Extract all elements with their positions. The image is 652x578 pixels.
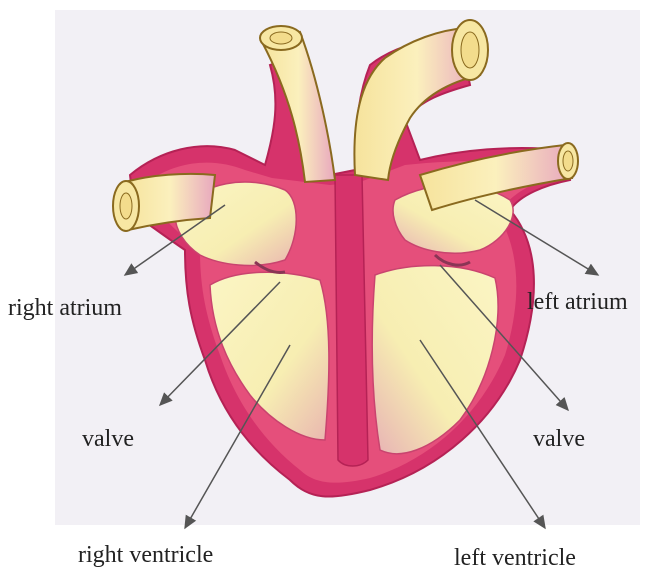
label-left-ventricle: left ventricle	[454, 546, 576, 570]
superior-vena-cava-lumen	[270, 32, 292, 44]
label-right-ventricle: right ventricle	[78, 543, 213, 567]
label-right-atrium: right atrium	[8, 296, 122, 320]
label-valve-right: valve	[82, 427, 134, 451]
septum	[335, 175, 368, 466]
label-valve-left: valve	[533, 427, 585, 451]
inferior-vessel-lumen	[120, 193, 132, 219]
aorta-lumen	[461, 32, 479, 68]
pulmonary-vein-lumen	[563, 151, 573, 171]
label-left-atrium: left atrium	[527, 290, 628, 314]
